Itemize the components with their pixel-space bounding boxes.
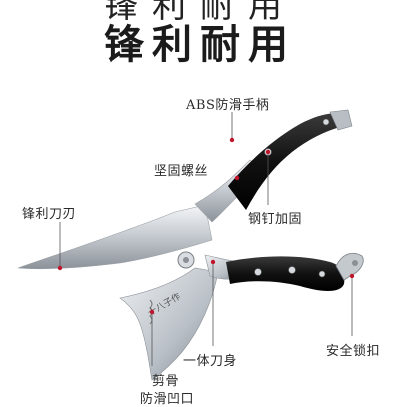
rivet-lower-2 [288,266,296,274]
page-title: 锋利耐用 [104,21,296,68]
label-sharp-blade: 锋利刀刃 [22,207,77,222]
rivet-upper-2 [322,118,330,126]
label-one-piece-blade: 一体刀身 [183,354,238,369]
label-safety-lock: 安全锁扣 [326,344,381,359]
upper-blade [17,204,213,270]
leader-lines [59,112,353,366]
label-anti-slip-notch: 防滑凹口 [140,392,195,407]
label-abs-handle: ABS防滑手柄 [186,98,270,113]
partial-top-heading: 锋利耐用 [104,0,296,26]
lower-handle [226,256,345,291]
rivet-lower-3 [318,270,326,278]
label-sturdy-screw: 坚固螺丝 [154,164,209,179]
label-bone-cut: 剪骨 [152,374,180,389]
lower-blade [119,267,219,381]
accent-dots [57,137,355,315]
label-steel-rivet: 钢钉加固 [248,212,303,227]
rivet-lower-1 [254,268,262,276]
upper-handle-end [329,109,353,131]
upper-handle [228,113,344,210]
